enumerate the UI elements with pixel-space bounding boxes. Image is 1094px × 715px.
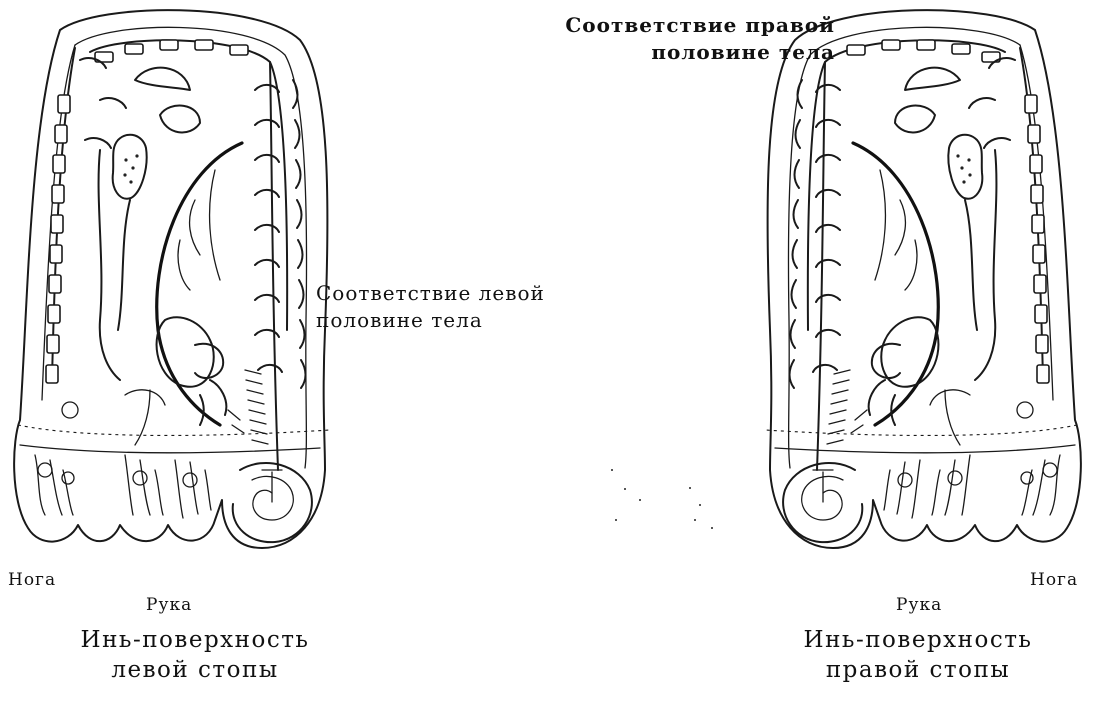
- left-caption-line2: левой стопы: [50, 655, 340, 685]
- center-specks: [611, 469, 713, 529]
- right-foot-caption: Инь-поверхность правой стопы: [768, 625, 1068, 685]
- right-caption-line2: правой стопы: [768, 655, 1068, 685]
- right-leg-label: Нога: [1030, 570, 1078, 590]
- right-caption-line1: Инь-поверхность: [768, 625, 1068, 655]
- right-foot-figure: [765, 10, 1081, 548]
- right-correspondence-label: Соответствие правой половине тела: [530, 12, 835, 66]
- right-correspondence-line1: Соответствие правой: [530, 12, 835, 39]
- left-caption-line1: Инь-поверхность: [50, 625, 340, 655]
- left-foot-figure: [14, 10, 330, 548]
- left-correspondence-label: Соответствие левой половине тела: [316, 280, 545, 334]
- left-correspondence-line1: Соответствие левой: [316, 280, 545, 307]
- left-arm-label: Рука: [146, 595, 192, 615]
- right-correspondence-line2: половине тела: [530, 39, 835, 66]
- left-foot-caption: Инь-поверхность левой стопы: [50, 625, 340, 685]
- left-leg-label: Нога: [8, 570, 56, 590]
- right-arm-label: Рука: [896, 595, 942, 615]
- left-correspondence-line2: половине тела: [316, 307, 545, 334]
